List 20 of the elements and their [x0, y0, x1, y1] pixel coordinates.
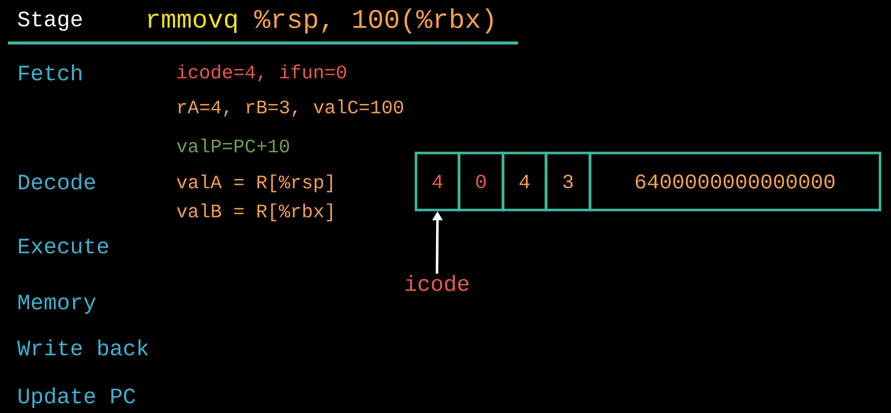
byte-cell: 0 — [458, 152, 504, 212]
stage-detail: icode=4, ifun=0 — [178, 64, 346, 82]
stage-name: Decode — [18, 173, 95, 190]
stage-name: Update PC — [18, 387, 136, 408]
stage-name: Execute — [18, 238, 108, 254]
instruction-mnemonic: rmmovq — [148, 14, 237, 33]
stage-detail: valP=PC+10 — [176, 138, 290, 152]
stage-name: Fetch — [19, 64, 82, 80]
stage-detail: rA=4, rB=3, valC=100 — [178, 100, 404, 117]
stage-name: Memory — [18, 294, 96, 314]
stage-detail: valA = R[%rsp] — [176, 174, 332, 192]
stage-name: Write back — [17, 339, 148, 356]
stage-detail: valB = R[%rbx] — [176, 204, 332, 222]
instruction-operands: %rsp, 100(%rbx) — [254, 8, 493, 34]
field-label: icode — [406, 274, 469, 292]
byte-cell: 3 — [544, 152, 592, 212]
stage-header: Stage — [18, 12, 82, 31]
byte-cell: 4 — [414, 152, 460, 212]
byte-cell: 6400000000000000 — [588, 152, 882, 212]
byte-cell: 4 — [502, 152, 548, 212]
